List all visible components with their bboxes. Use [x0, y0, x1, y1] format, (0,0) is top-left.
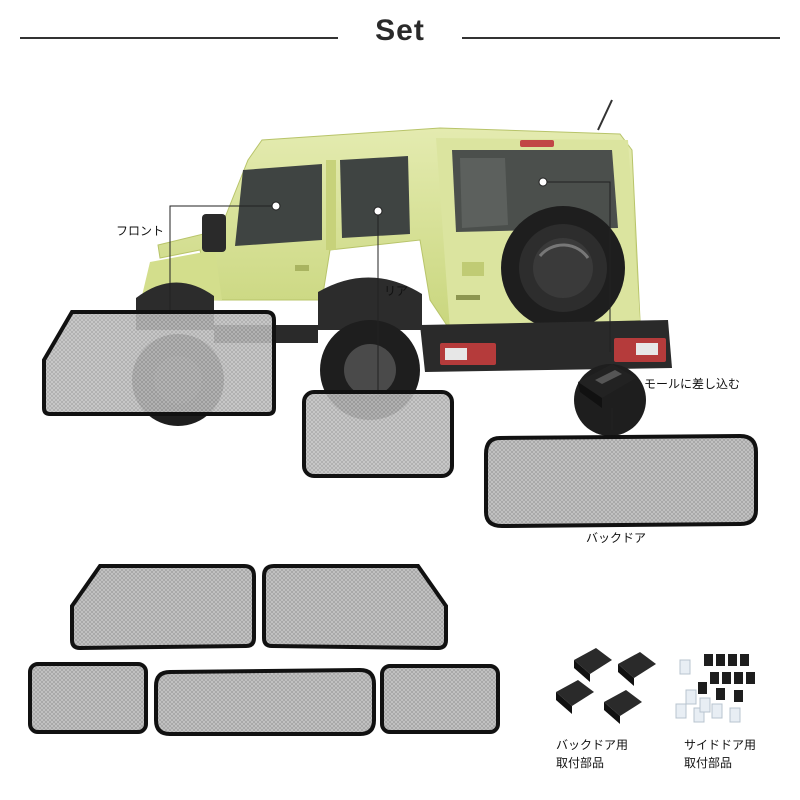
- backdoor-clip-icon: [604, 690, 642, 724]
- label-back-door: バックドア: [586, 531, 647, 545]
- set-front-right-shade: [262, 564, 448, 651]
- page-title: Set: [375, 14, 425, 47]
- callout-dot-rear: [373, 206, 383, 216]
- side-door-mounting-parts: [675, 654, 755, 723]
- header-rule-left: [20, 37, 338, 39]
- set-front-left-shade: [70, 564, 256, 651]
- label-rear: リア: [384, 284, 409, 298]
- back-door-parts-caption-line1: バックドア用: [556, 738, 629, 752]
- callout-lines: [169, 181, 613, 430]
- set-back-door-shade: [154, 667, 376, 736]
- backdoor-clip-icon: [556, 680, 594, 714]
- callout-dot-front: [271, 201, 281, 211]
- backdoor-clip-icon: [574, 648, 612, 682]
- back-door-shade: [484, 433, 758, 529]
- back-door-parts-caption-line2: 取付部品: [556, 756, 605, 770]
- side-door-parts-caption-line1: サイドドア用: [684, 738, 757, 752]
- label-mold: モールに差し込む: [644, 377, 741, 391]
- front-shade: [42, 310, 276, 416]
- backdoor-clip-icon: [618, 652, 656, 686]
- set-rear-right-shade: [380, 664, 500, 734]
- rear-shade: [302, 390, 454, 478]
- side-door-parts-caption-line2: 取付部品: [684, 756, 733, 770]
- callout-dot-backdoor: [538, 177, 548, 187]
- header-rule-right: [462, 37, 780, 39]
- back-door-parts-caption: バックドア用 取付部品: [556, 736, 628, 772]
- set-rear-left-shade: [28, 662, 148, 734]
- side-door-parts-caption: サイドドア用 取付部品: [684, 736, 756, 772]
- mold-clip-icon: [578, 364, 636, 408]
- label-front: フロント: [116, 224, 165, 238]
- back-door-mounting-parts: [556, 648, 656, 724]
- shade-set: [28, 564, 500, 736]
